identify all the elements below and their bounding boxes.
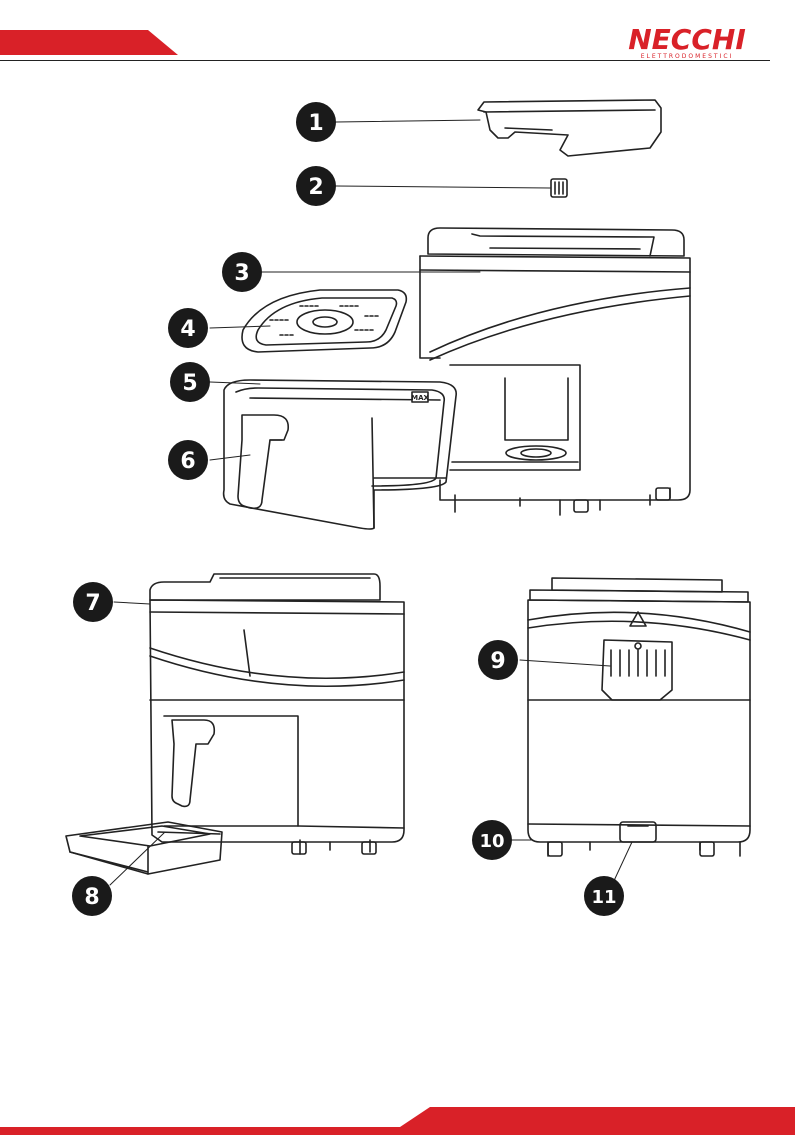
callout-1: 1 (296, 102, 336, 142)
callout-11: 11 (584, 876, 624, 916)
callout-8: 8 (72, 876, 112, 916)
part-fryer-rear (528, 578, 750, 856)
callout-1-label: 1 (308, 111, 323, 136)
callout-5-label: 5 (182, 371, 197, 396)
callout-4: 4 (168, 308, 208, 348)
airfryer-diagram: MAX 1 2 3 4 5 6 7 8 9 10 11 (0, 0, 795, 1100)
callout-9-label: 9 (490, 649, 505, 674)
callout-10: 10 (472, 820, 512, 860)
callout-4-label: 4 (180, 317, 195, 342)
callout-5: 5 (170, 362, 210, 402)
basket-max-marking: MAX (411, 394, 429, 402)
callout-3-label: 3 (234, 261, 249, 286)
part-housing (420, 228, 690, 515)
part-grill-plate (242, 290, 406, 352)
footer-accent-bar (0, 1095, 795, 1135)
part-fryer-front (150, 574, 404, 854)
leader-lines (110, 120, 632, 885)
callout-6: 6 (168, 440, 208, 480)
callout-11-label: 11 (591, 887, 616, 908)
callout-7-label: 7 (85, 591, 100, 616)
callout-2: 2 (296, 166, 336, 206)
callout-9: 9 (478, 640, 518, 680)
part-knob (551, 179, 567, 197)
callout-2-label: 2 (308, 175, 323, 200)
callout-8-label: 8 (84, 885, 99, 910)
callout-7: 7 (73, 582, 113, 622)
part-lid (478, 100, 661, 156)
callout-3: 3 (222, 252, 262, 292)
callout-10-label: 10 (479, 831, 504, 852)
part-drip-tray (66, 822, 222, 874)
part-basket (224, 380, 457, 529)
callout-6-label: 6 (180, 449, 195, 474)
